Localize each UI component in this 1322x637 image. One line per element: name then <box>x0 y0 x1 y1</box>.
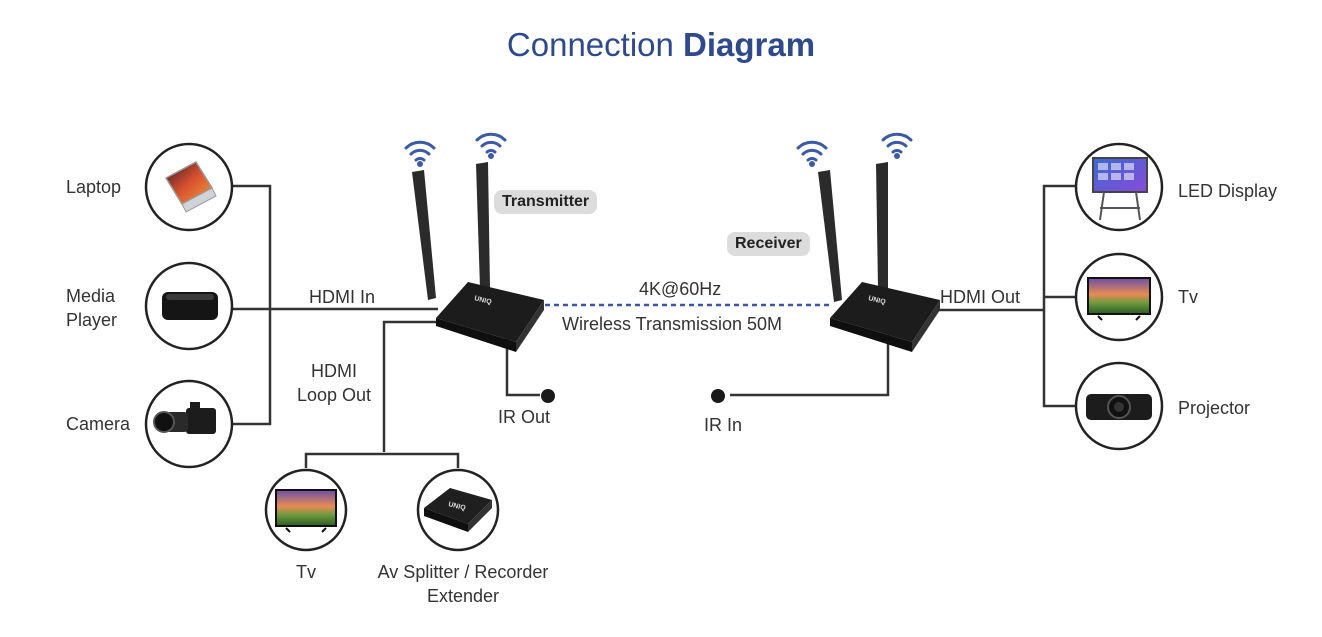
splitter-label-line-2: Extender <box>426 586 500 606</box>
projector-label: Projector <box>1178 398 1251 418</box>
receiver-antenna-left <box>818 170 842 302</box>
wifi-icon <box>881 132 913 159</box>
ir-in-label: IR In <box>704 415 743 435</box>
receiver-device: UNIQ <box>711 162 940 403</box>
ir-in-sensor <box>711 389 725 403</box>
laptop-label: Laptop <box>66 177 122 197</box>
loop-out-label-line-1: HDMI <box>311 361 357 381</box>
transmitter-badge: Transmitter <box>494 190 598 214</box>
title-part-1: Connection <box>506 26 674 63</box>
connection-lines <box>232 184 1076 468</box>
loop-split-line <box>304 452 460 468</box>
loop-out-line <box>382 320 446 452</box>
loop-out-label-line-2: Loop Out <box>296 385 372 405</box>
hdmi-in-label: HDMI In <box>309 287 376 307</box>
receiver-antenna-right <box>876 162 888 288</box>
transmitter-antenna-right <box>476 162 490 288</box>
receiver-brand: UNIQ <box>868 295 887 306</box>
ir-out-sensor <box>541 389 555 403</box>
transmitter-brand: UNIQ <box>474 295 493 306</box>
splitter-brand: UNIQ <box>448 501 467 512</box>
wifi-icon <box>475 132 507 159</box>
ir-out-line <box>505 330 540 397</box>
hdmi-out-label: HDMI Out <box>940 287 1021 307</box>
camera-label: Camera <box>66 414 131 434</box>
transmission-label: Wireless Transmission 50M <box>562 314 783 334</box>
resolution-label: 4K@60Hz <box>639 279 722 299</box>
ir-out-label: IR Out <box>498 407 551 427</box>
title-part-2: Diagram <box>683 26 816 63</box>
receiver-badge: Receiver <box>727 232 810 256</box>
media-player-label-line-1: Media <box>66 286 116 306</box>
splitter-label-line-1: Av Splitter / Recorder <box>377 562 549 582</box>
diagram-title: Connection Diagram <box>0 26 1322 64</box>
transmitter-device: UNIQ <box>412 162 555 403</box>
ir-in-line <box>730 335 890 397</box>
tv-label: Tv <box>1178 287 1198 307</box>
tv-icon <box>1087 277 1151 321</box>
camera-icon <box>153 402 216 434</box>
tv-icon <box>275 489 337 533</box>
wifi-icon <box>796 140 828 167</box>
projector-icon <box>1086 394 1152 420</box>
splitter-icon: UNIQ <box>424 488 492 532</box>
media-player-label-line-2: Player <box>66 310 118 330</box>
source-bus-line <box>232 184 272 426</box>
wifi-icon <box>404 140 436 167</box>
media-player-icon <box>162 292 218 320</box>
transmitter-antenna-left <box>412 170 436 300</box>
loop-tv-label: Tv <box>296 562 316 582</box>
led-display-icon <box>1092 157 1148 221</box>
led-display-label: LED Display <box>1178 181 1278 201</box>
laptop-icon <box>164 161 217 213</box>
